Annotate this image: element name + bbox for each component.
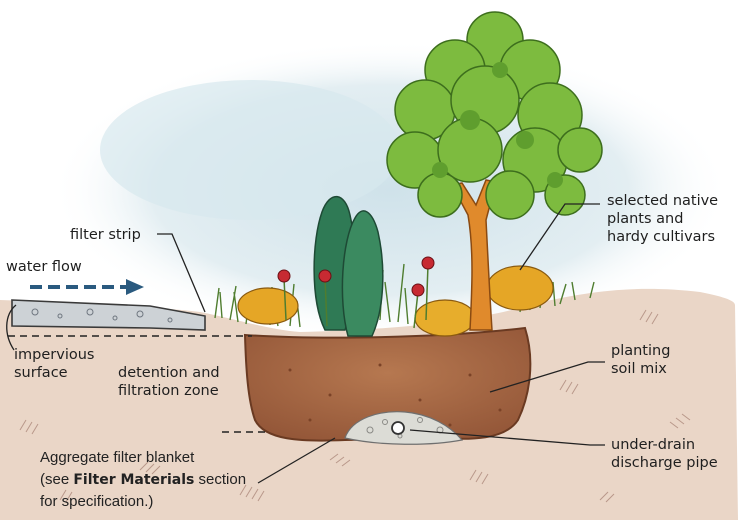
label-soil-line1: planting xyxy=(611,343,671,359)
aggregate-texture xyxy=(366,417,444,439)
soil-basin xyxy=(243,326,532,442)
label-soil-line2: soil mix xyxy=(611,361,667,377)
caption-line2: (see Filter Materials section xyxy=(40,470,246,490)
soil-specks xyxy=(288,363,502,427)
label-impervious-line1: impervious xyxy=(14,347,95,363)
label-native-line3: hardy cultivars xyxy=(607,229,716,245)
label-filter-strip: filter strip xyxy=(70,227,141,243)
caption-line3: for specification.) xyxy=(40,493,154,510)
label-drain-line2: discharge pipe xyxy=(611,455,718,471)
label-detention-line2: filtration zone xyxy=(118,383,219,399)
tree-trunk xyxy=(450,179,497,331)
label-drain-line1: under-drain xyxy=(611,437,696,453)
caption-line1: Aggregate filter blanket xyxy=(40,449,195,466)
label-native-line2: plants and xyxy=(607,211,684,227)
leader-lines xyxy=(6,203,605,484)
sky-wash-2 xyxy=(100,80,400,220)
ponding-lines xyxy=(8,335,268,433)
ground-texture xyxy=(19,309,691,503)
evergreen-shrubs xyxy=(313,195,384,337)
label-water-flow: water flow xyxy=(6,259,82,275)
canopy-shading xyxy=(432,62,563,188)
caption-line2-post: section xyxy=(194,471,247,488)
label-impervious-line2: surface xyxy=(14,365,68,381)
slab-texture xyxy=(31,308,173,323)
yellow-shrubs xyxy=(237,265,554,337)
label-detention-line1: detention and xyxy=(118,365,220,381)
caption-line2-pre: (see xyxy=(40,471,74,488)
water-flow-arrow xyxy=(30,279,144,295)
caption-filter-materials: Filter Materials xyxy=(73,472,195,488)
red-flowers xyxy=(277,256,435,329)
label-native-line1: selected native xyxy=(607,193,719,209)
under-drain-pipe xyxy=(391,421,405,435)
impervious-slab xyxy=(11,299,206,331)
